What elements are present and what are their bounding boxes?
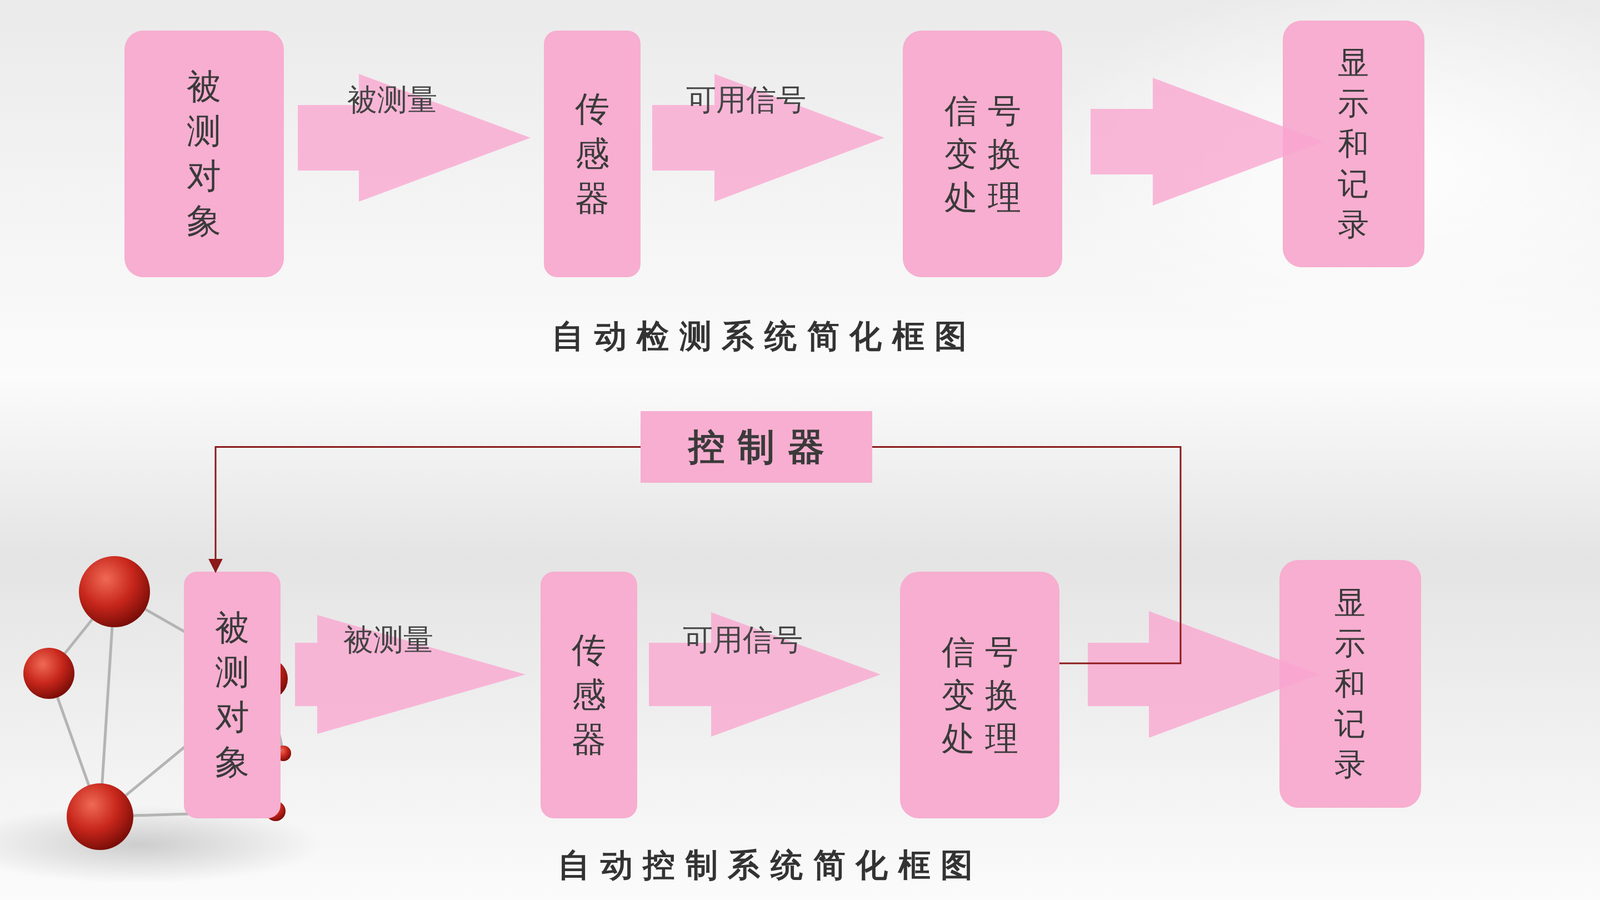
node-text: 显示和记录 [1332,582,1369,785]
block-arrow [652,73,885,202]
edge-label: 被测量 [343,620,434,661]
node-text: 信号变换处理 [933,88,1033,219]
node-text: 被测对象 [182,64,226,244]
node-text: 控制器 [674,423,838,472]
node-text: 传感器 [567,627,611,763]
process-box: 被测对象 [124,30,284,278]
block-arrow [1087,611,1320,738]
node-text: 传感器 [570,86,614,222]
block-arrow [297,73,531,202]
process-box: 信号变换处理 [902,30,1063,278]
block-arrow [1090,77,1324,206]
diagram-caption: 自动检测系统简化框图 [551,315,978,359]
process-box: 传感器 [543,30,641,278]
node-text: 被测对象 [210,605,254,785]
block-arrow [295,615,526,734]
molecule-atoms [23,556,292,850]
edge-label: 可用信号 [686,80,807,121]
process-box: 显示和记录 [1282,20,1425,268]
feedback-line [215,447,641,573]
process-box: 被测对象 [183,571,281,819]
controller-box: 控制器 [640,411,873,483]
block-arrow [648,612,881,737]
process-box: 显示和记录 [1279,560,1422,808]
node-text: 信号变换处理 [930,630,1030,760]
diagram-caption: 自动控制系统简化框图 [557,843,984,888]
process-box: 传感器 [540,571,638,819]
feedback-line [872,447,1181,664]
node-text: 显示和记录 [1335,42,1373,245]
edge-label: 可用信号 [682,620,803,661]
process-box: 信号变换处理 [900,571,1060,819]
edge-label: 被测量 [347,80,438,121]
